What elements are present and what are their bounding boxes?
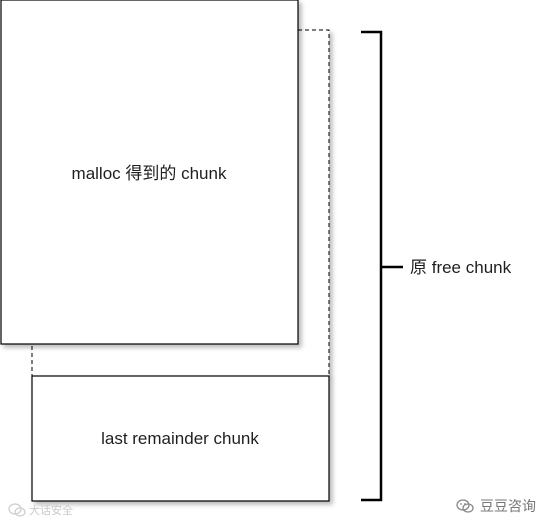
malloc-chunk-box — [0, 0, 299, 345]
watermark-right-text: 豆豆咨询 — [480, 499, 536, 515]
wechat-icon — [456, 499, 474, 513]
wechat-icon — [8, 503, 26, 517]
original-free-chunk-label: 原 free chunk — [410, 258, 512, 277]
last-remainder-chunk-label: last remainder chunk — [101, 429, 259, 448]
malloc-chunk-label: malloc 得到的 chunk — [72, 164, 227, 183]
free-chunk-bracket — [361, 30, 403, 502]
watermark-left: 大话安全 — [8, 502, 73, 518]
watermark-left-text: 大话安全 — [29, 504, 73, 517]
last-remainder-chunk-box — [31, 375, 330, 502]
watermark-right: 豆豆咨询 — [456, 496, 536, 516]
